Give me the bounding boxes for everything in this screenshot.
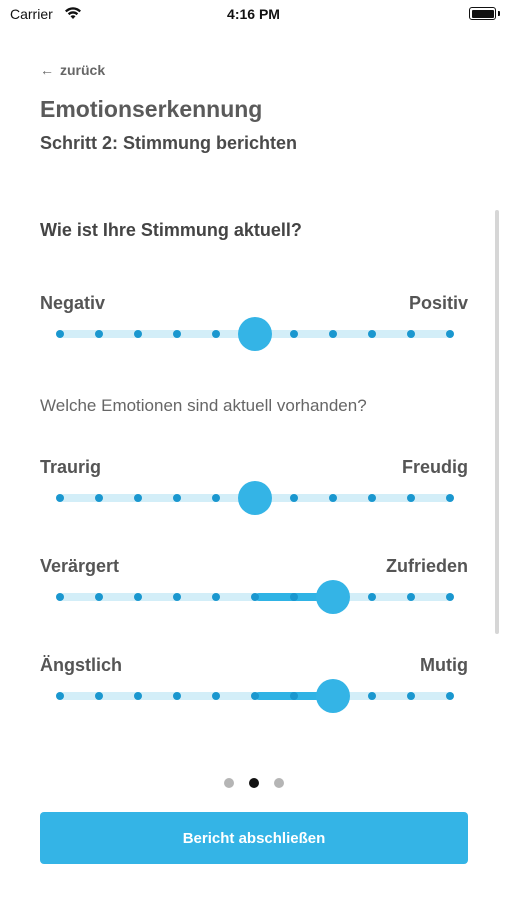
slider-step-dot[interactable] bbox=[134, 494, 142, 502]
battery-icon bbox=[469, 7, 496, 20]
slider-thumb[interactable] bbox=[316, 580, 350, 614]
slider-step-dot[interactable] bbox=[95, 494, 103, 502]
slider-step-dot[interactable] bbox=[173, 593, 181, 601]
slider-step-dot[interactable] bbox=[134, 692, 142, 700]
slider-step-dot[interactable] bbox=[173, 330, 181, 338]
slider-step-dot[interactable] bbox=[290, 494, 298, 502]
slider-sad-joyful[interactable]: Traurig Freudig bbox=[40, 457, 468, 527]
slider-step-dot[interactable] bbox=[407, 593, 415, 601]
back-button[interactable]: ← zurück bbox=[40, 62, 105, 78]
slider-left-label: Ängstlich bbox=[40, 655, 123, 675]
slider-step-dot[interactable] bbox=[56, 494, 64, 502]
slider-step-dot[interactable] bbox=[251, 593, 259, 601]
slider-step-dot[interactable] bbox=[95, 692, 103, 700]
back-label: zurück bbox=[60, 62, 106, 78]
slider-step-dot[interactable] bbox=[95, 593, 103, 601]
slider-step-dot[interactable] bbox=[290, 330, 298, 338]
scroll-indicator[interactable] bbox=[495, 210, 499, 634]
status-bar: Carrier 4:16 PM bbox=[0, 0, 507, 30]
page-subtitle: Schritt 2: Stimmung berichten bbox=[40, 133, 298, 153]
slider-anxious-brave[interactable]: Ängstlich Mutig bbox=[40, 655, 468, 725]
slider-step-dot[interactable] bbox=[134, 593, 142, 601]
slider-step-dot[interactable] bbox=[368, 330, 376, 338]
slider-step-dot[interactable] bbox=[446, 494, 454, 502]
slider-step-dot[interactable] bbox=[95, 330, 103, 338]
slider-right-label: Zufrieden bbox=[385, 556, 468, 576]
page-title: Emotionserkennung bbox=[40, 96, 263, 122]
slider-step-dot[interactable] bbox=[329, 330, 337, 338]
slider-step-dot[interactable] bbox=[446, 593, 454, 601]
clock: 4:16 PM bbox=[227, 6, 280, 22]
question-mood: Wie ist Ihre Stimmung aktuell? bbox=[40, 220, 302, 240]
slider-thumb[interactable] bbox=[238, 317, 272, 351]
finish-report-button[interactable]: Bericht abschließen bbox=[40, 812, 468, 864]
slider-step-dot[interactable] bbox=[173, 494, 181, 502]
carrier-label: Carrier bbox=[10, 6, 53, 22]
slider-step-dot[interactable] bbox=[446, 692, 454, 700]
slider-track[interactable] bbox=[56, 481, 454, 515]
slider-step-dot[interactable] bbox=[368, 692, 376, 700]
slider-step-dot[interactable] bbox=[212, 330, 220, 338]
page-dot[interactable] bbox=[248, 778, 259, 788]
slider-step-dot[interactable] bbox=[368, 593, 376, 601]
slider-thumb[interactable] bbox=[316, 679, 350, 713]
page-indicator bbox=[0, 778, 507, 788]
slider-track[interactable] bbox=[56, 679, 454, 713]
slider-step-dot[interactable] bbox=[56, 692, 64, 700]
slider-step-dot[interactable] bbox=[134, 330, 142, 338]
slider-step-dot[interactable] bbox=[212, 593, 220, 601]
slider-step-dot[interactable] bbox=[290, 692, 298, 700]
slider-left-label: Traurig bbox=[40, 457, 102, 477]
page-dot[interactable] bbox=[273, 778, 284, 788]
slider-left-label: Negativ bbox=[40, 293, 106, 313]
slider-mood[interactable]: Negativ Positiv bbox=[40, 293, 468, 363]
slider-track[interactable] bbox=[56, 317, 454, 351]
slider-right-label: Mutig bbox=[420, 655, 468, 675]
slider-step-dot[interactable] bbox=[56, 330, 64, 338]
slider-thumb[interactable] bbox=[238, 481, 272, 515]
battery-cap bbox=[498, 11, 500, 16]
page-dot[interactable] bbox=[223, 778, 234, 788]
slider-step-dot[interactable] bbox=[173, 692, 181, 700]
slider-step-dot[interactable] bbox=[368, 494, 376, 502]
slider-step-dot[interactable] bbox=[407, 692, 415, 700]
question-emotions: Welche Emotionen sind aktuell vorhanden? bbox=[40, 396, 367, 415]
slider-step-dot[interactable] bbox=[446, 330, 454, 338]
slider-step-dot[interactable] bbox=[329, 494, 337, 502]
arrow-left-icon: ← bbox=[40, 62, 54, 78]
slider-step-dot[interactable] bbox=[290, 593, 298, 601]
slider-step-dot[interactable] bbox=[56, 593, 64, 601]
slider-right-label: Positiv bbox=[408, 293, 468, 313]
slider-step-dot[interactable] bbox=[212, 692, 220, 700]
slider-right-label: Freudig bbox=[402, 457, 468, 477]
slider-track[interactable] bbox=[56, 580, 454, 614]
slider-angry-content[interactable]: Verärgert Zufrieden bbox=[40, 556, 468, 626]
slider-step-dot[interactable] bbox=[251, 692, 259, 700]
slider-step-dot[interactable] bbox=[212, 494, 220, 502]
slider-step-dot[interactable] bbox=[407, 494, 415, 502]
slider-step-dot[interactable] bbox=[407, 330, 415, 338]
slider-left-label: Verärgert bbox=[40, 556, 120, 576]
wifi-icon bbox=[65, 7, 81, 19]
